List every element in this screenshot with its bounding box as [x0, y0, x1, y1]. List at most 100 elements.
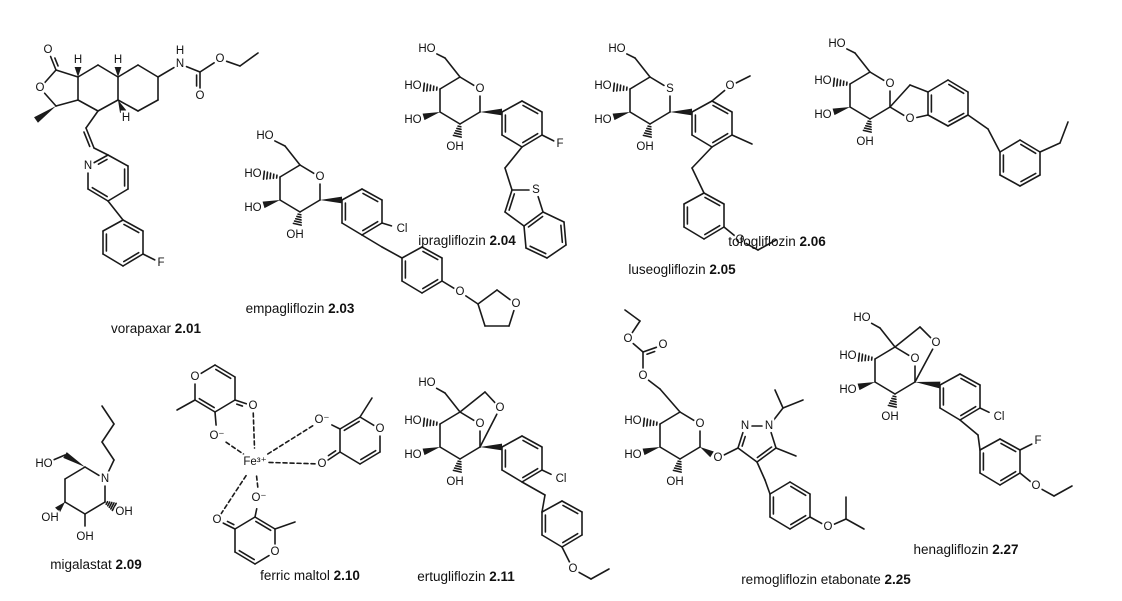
compound-number: 2.03	[328, 301, 355, 316]
atom-label-HO: HO	[814, 75, 831, 87]
atom-label-O: O	[196, 90, 205, 102]
atom-label-HO: HO	[624, 415, 641, 427]
atom-label-HO: HO	[244, 168, 261, 180]
compound-caption: migalastat 2.09	[0, 557, 216, 572]
atom-label-O: O	[318, 458, 327, 470]
atom-label-O: O	[476, 83, 485, 95]
atom-label-F: F	[556, 138, 563, 150]
compound-number: 2.10	[333, 568, 360, 583]
atom-label-O⁻: O⁻	[251, 492, 266, 504]
compound-number: 2.27	[992, 542, 1019, 557]
atom-label-HO: HO	[594, 114, 611, 126]
atom-label-O: O	[1032, 480, 1041, 492]
atom-label-OH: OH	[446, 476, 463, 488]
compound-name: ipragliflozin	[418, 233, 490, 248]
atom-label-O: O	[624, 333, 633, 345]
compound-caption: ferric maltol 2.10	[190, 568, 430, 583]
atom-label-HO: HO	[608, 43, 625, 55]
atom-label-HO: HO	[404, 415, 421, 427]
atom-label-Cl: Cl	[397, 223, 408, 235]
compound-caption: tofogliflozin 2.06	[657, 234, 897, 249]
compound-caption: vorapaxar 2.01	[36, 321, 276, 336]
atom-label-OH: OH	[115, 506, 132, 518]
atom-label-HO: HO	[853, 312, 870, 324]
atom-label-HO: HO	[828, 38, 845, 50]
atom-label-Cl: Cl	[556, 473, 567, 485]
atom-label-O: O	[714, 452, 723, 464]
atom-label-O: O	[639, 370, 648, 382]
atom-label-O: O	[659, 339, 668, 351]
atom-label-H: H	[122, 112, 130, 124]
atom-label-H: H	[74, 54, 82, 66]
atom-label-OH: OH	[856, 136, 873, 148]
atom-label-O: O	[886, 78, 895, 90]
atom-label-HO: HO	[256, 130, 273, 142]
compound-caption: empagliflozin 2.03	[180, 301, 420, 316]
atom-label-HO: HO	[839, 350, 856, 362]
atom-label-O: O	[726, 80, 735, 92]
atom-label-F: F	[1034, 435, 1041, 447]
atom-label-O: O	[736, 234, 745, 246]
compound-name: ferric maltol	[260, 568, 334, 583]
atom-label-S: S	[532, 184, 540, 196]
compound-caption: ertugliflozin 2.11	[346, 569, 586, 584]
atom-label-HO: HO	[418, 377, 435, 389]
atom-label-OH: OH	[666, 476, 683, 488]
compound-number: 2.25	[884, 572, 911, 587]
atom-label-HO: HO	[814, 109, 831, 121]
compound-name: vorapaxar	[110, 321, 175, 336]
atom-label-OH: OH	[41, 512, 58, 524]
atom-label-OH: OH	[76, 531, 93, 543]
compound-number: 2.04	[489, 233, 516, 248]
atom-label-OH: OH	[286, 229, 303, 241]
compound-number: 2.06	[799, 234, 826, 249]
atom-label-Fe³⁺: Fe³⁺	[243, 456, 266, 468]
atom-label-HO: HO	[404, 114, 421, 126]
compound-number: 2.11	[489, 569, 515, 584]
atom-label-O: O	[36, 82, 45, 94]
atom-label-O: O	[191, 371, 200, 383]
atom-label-O: O	[44, 44, 53, 56]
atom-label-O: O	[376, 423, 385, 435]
atom-label-O: O	[213, 514, 222, 526]
atom-label-N: N	[101, 473, 109, 485]
atom-label-HO: HO	[244, 202, 261, 214]
atom-label-HO: HO	[404, 80, 421, 92]
ipragliflozin-structure: O HO HO HO OH F S	[402, 41, 567, 259]
compound-name: ertugliflozin	[417, 569, 490, 584]
atom-label-O: O	[216, 53, 225, 65]
atom-label-HO: HO	[594, 80, 611, 92]
compound-name: empagliflozin	[245, 301, 329, 316]
atom-label-H: H	[114, 54, 122, 66]
atom-label-O: O	[456, 286, 465, 298]
compound-caption: ipragliflozin 2.04	[347, 233, 587, 248]
atom-label-Cl: Cl	[994, 411, 1005, 423]
atom-label-O: O	[569, 563, 578, 575]
atom-label-F: F	[157, 257, 164, 269]
atom-label-HO: HO	[418, 43, 435, 55]
compound-number: 2.05	[709, 262, 736, 277]
atom-label-HO: HO	[624, 449, 641, 461]
atom-label-O: O	[476, 418, 485, 430]
atom-label-OH: OH	[446, 141, 463, 153]
atom-label-O⁻: O⁻	[209, 430, 224, 442]
atom-label-O: O	[316, 171, 325, 183]
atom-label-O: O	[824, 521, 833, 533]
atom-label-HO: HO	[839, 384, 856, 396]
compound-name: henagliflozin	[913, 542, 993, 557]
